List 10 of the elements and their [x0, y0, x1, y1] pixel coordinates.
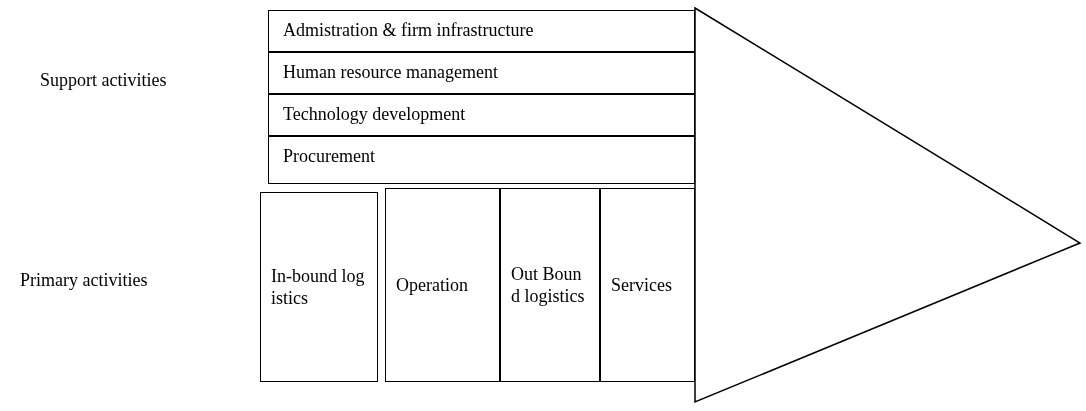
activity-box: Out Bound logistics	[500, 188, 600, 382]
activity-box: In-bound logistics	[260, 192, 378, 382]
activity-band: Admistration & firm infrastructure	[268, 10, 695, 52]
activity-band: Human resource management	[268, 52, 695, 94]
activity-band: Procurement	[268, 136, 695, 184]
activity-box: Operation	[385, 188, 500, 382]
activity-band: Technology development	[268, 94, 695, 136]
row-label: Primary activities	[20, 270, 148, 291]
activity-box: Services	[600, 188, 695, 382]
row-label: Support activities	[40, 70, 167, 91]
